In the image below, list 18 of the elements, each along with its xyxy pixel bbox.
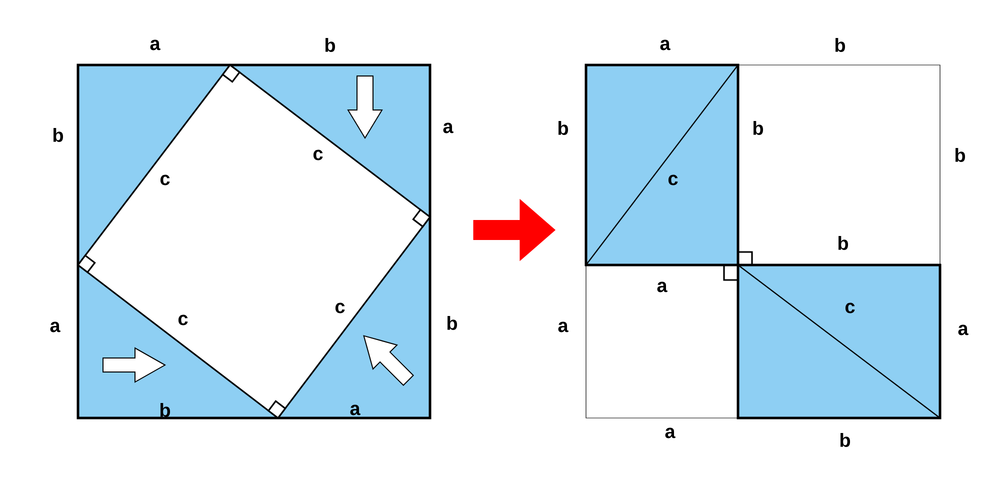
side-label: c — [335, 302, 345, 314]
side-label: a — [50, 322, 60, 332]
side-label: c — [313, 150, 323, 160]
side-label: a — [958, 324, 968, 336]
side-label: c — [160, 174, 170, 186]
square-drawing — [76, 64, 432, 420]
side-label: c — [845, 302, 855, 314]
side-label: c — [668, 174, 678, 186]
side-label: a — [657, 282, 668, 292]
side-label: a — [350, 404, 360, 416]
side-label: b — [447, 316, 458, 330]
side-label: b — [753, 121, 764, 135]
side-label: c — [178, 314, 188, 326]
side-label: b — [160, 403, 170, 417]
side-label: b — [558, 121, 568, 135]
square-drawing — [584, 64, 942, 420]
side-label: b — [838, 236, 848, 250]
side-label: a — [558, 322, 568, 332]
